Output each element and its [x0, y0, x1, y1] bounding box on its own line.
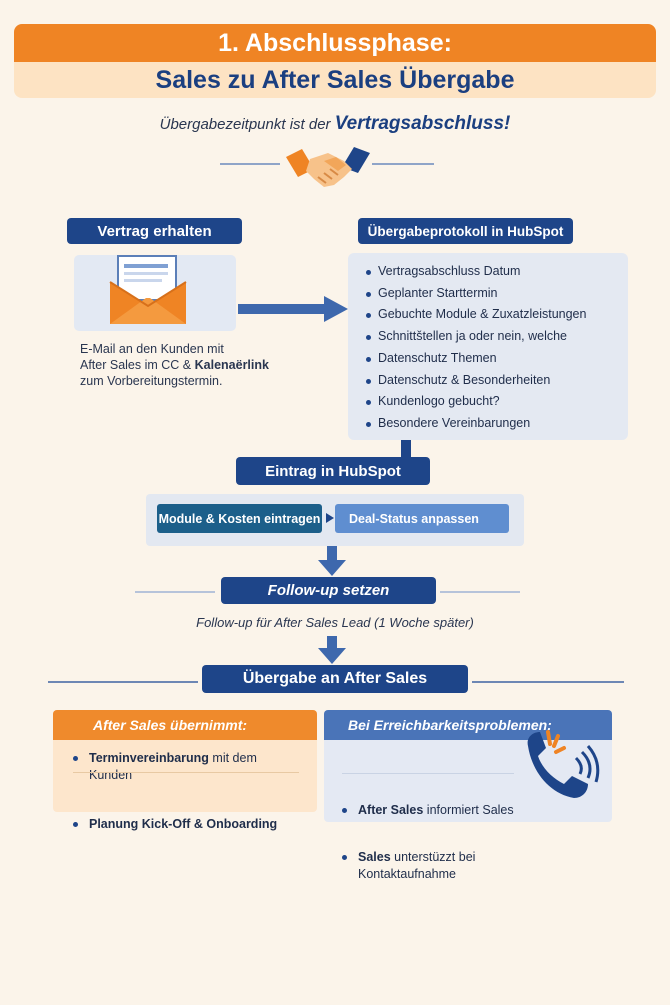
- arrow-down-icon: [318, 636, 346, 664]
- divider-right: [372, 163, 434, 165]
- after-sales-item: Planung Kick-Off & Onboarding: [73, 816, 303, 833]
- divider-right: [472, 681, 624, 683]
- reachability-item2-rest: unterstüzzt bei: [390, 850, 476, 864]
- title-banner: 1. Abschlussphase:: [14, 24, 656, 62]
- protocol-item: Schnittštellen ja oder nein, welche: [366, 326, 628, 348]
- email-line-2a: After Sales im CC &: [80, 358, 195, 372]
- protocol-panel: Vertragsabschluss Datum Geplanter Startt…: [348, 253, 628, 440]
- deal-status-box: Deal-Status anpassen: [335, 504, 509, 533]
- protocol-item: Datenschutz Themen: [366, 348, 628, 370]
- reachability-item: After Sales informiert Sales: [342, 802, 522, 819]
- protocol-item: Besondere Vereinbarungen: [366, 413, 628, 435]
- handover-label: Übergabe an After Sales: [202, 665, 468, 693]
- contract-label: Vertrag erhalten: [67, 218, 242, 244]
- card-separator: [73, 772, 299, 773]
- divider-left: [48, 681, 198, 683]
- after-sales-item1-bold: Terminvereinbarung: [89, 751, 209, 765]
- protocol-list: Vertragsabschluss Datum Geplanter Startt…: [348, 253, 628, 435]
- after-sales-item: Terminvereinbarung mit dem Kunden: [73, 750, 303, 784]
- divider-left: [135, 591, 215, 593]
- intro-plain: Übergabezeitpunkt ist der: [159, 116, 335, 133]
- email-line-3: zum Vorbereitungstermin.: [80, 374, 223, 388]
- protocol-item: Vertragsabschluss Datum: [366, 261, 628, 283]
- divider-left: [220, 163, 280, 165]
- reachability-item1-bold: After Sales: [358, 803, 424, 817]
- reachability-item1-rest: informiert Sales: [423, 803, 514, 817]
- intro-emphasis: Vertragsabschluss!: [334, 113, 511, 134]
- email-line-1: E-Mail an den Kunden mit: [80, 342, 224, 356]
- protocol-item: Geplanter Starttermin: [366, 283, 628, 305]
- followup-text: Follow-up für After Sales Lead (1 Woche …: [196, 615, 474, 630]
- connector-protocol: [401, 440, 411, 458]
- play-arrow-icon: [326, 513, 334, 523]
- modules-costs-box: Module & Kosten eintragen: [157, 504, 322, 533]
- subtitle-banner: Sales zu After Sales Übergabe: [14, 62, 656, 98]
- reachability-item2-bold: Sales: [358, 850, 391, 864]
- hubspot-label: Eintrag in HubSpot: [236, 457, 430, 485]
- email-line-2b: Kalenaërlink: [194, 358, 269, 372]
- email-description: E-Mail an den Kunden mit After Sales im …: [80, 341, 290, 389]
- protocol-item: Kundenlogo gebucht?: [366, 391, 628, 413]
- protocol-label: Übergabeprotokoll in HubSpot: [358, 218, 573, 244]
- reachability-title: Bei Erreichbarkeitsproblemen:: [324, 710, 612, 740]
- after-sales-title: After Sales übernimmt:: [53, 710, 317, 740]
- reachability-item: Sales unterstüzzt bei Kontaktaufnahme: [342, 849, 522, 883]
- arrow-right-icon: [238, 296, 348, 322]
- divider-right: [440, 591, 520, 593]
- email-line-2: After Sales im CC & Kalenaërlink: [80, 357, 290, 373]
- protocol-item: Gebuchte Module & Zuxatzleistungen: [366, 304, 628, 326]
- envelope-icon: [109, 255, 187, 324]
- intro-text: Übergabezeitpunkt ist der Vertragsabschl…: [0, 113, 670, 135]
- after-sales-item1-rest: mit dem Kunden: [89, 751, 257, 782]
- reachability-item2-line2: Kontaktaufnahme: [358, 867, 456, 881]
- arrow-down-icon: [318, 546, 346, 576]
- phone-icon: [527, 730, 600, 798]
- protocol-item: Datenschutz & Besonderheiten: [366, 370, 628, 392]
- followup-label: Follow-up setzen: [221, 577, 436, 604]
- card-separator: [342, 773, 514, 774]
- handshake-icon: [286, 147, 370, 187]
